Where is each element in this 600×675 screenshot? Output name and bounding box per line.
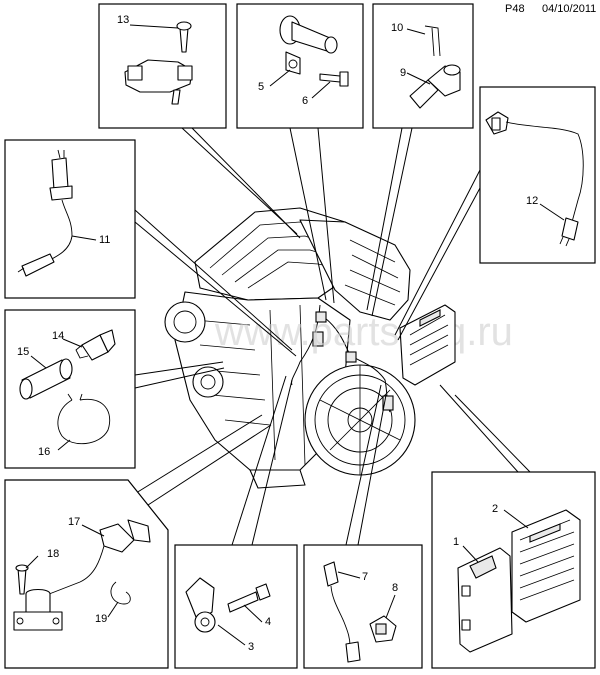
box-parts-1-2: 1 2 [431, 471, 596, 669]
box-parts-7-8: 7 8 [303, 544, 423, 669]
callout-14: 14 [52, 330, 64, 342]
box-part-12: 12 [479, 86, 596, 264]
callout-7: 7 [362, 571, 368, 583]
callout-3: 3 [248, 641, 254, 653]
callout-18: 18 [47, 548, 59, 560]
leader-lines [127, 127, 531, 546]
callout-13: 13 [117, 14, 129, 26]
callout-4: 4 [265, 616, 271, 628]
page-code: P48 [505, 3, 525, 15]
box-parts-9-10: 10 9 [372, 3, 474, 129]
callout-17: 17 [68, 516, 80, 528]
callout-15: 15 [17, 346, 29, 358]
callout-2: 2 [492, 503, 498, 515]
callout-16: 16 [38, 446, 50, 458]
box-parts-3-4: 4 3 [174, 544, 298, 669]
diagram-date: 04/10/2011 [542, 3, 597, 15]
callout-8: 8 [392, 582, 398, 594]
watermark: www.partsouq.ru [214, 310, 513, 354]
callout-9: 9 [400, 67, 406, 79]
callout-10: 10 [391, 22, 403, 34]
box-parts-14-15-16: 14 15 16 [4, 309, 136, 469]
box-parts-5-6: 5 6 [236, 3, 364, 129]
callout-1: 1 [453, 536, 459, 548]
callout-6: 6 [302, 95, 308, 107]
callout-5: 5 [258, 81, 264, 93]
box-part-13: 13 [98, 3, 227, 129]
callout-11: 11 [99, 234, 110, 246]
engine-assembly [164, 207, 416, 489]
box-part-11: 11 [4, 139, 136, 299]
box-parts-17-18-19: 17 18 19 [4, 479, 169, 669]
callout-19: 19 [95, 613, 107, 625]
ecu-module-installed [399, 304, 456, 386]
callout-12: 12 [526, 195, 538, 207]
